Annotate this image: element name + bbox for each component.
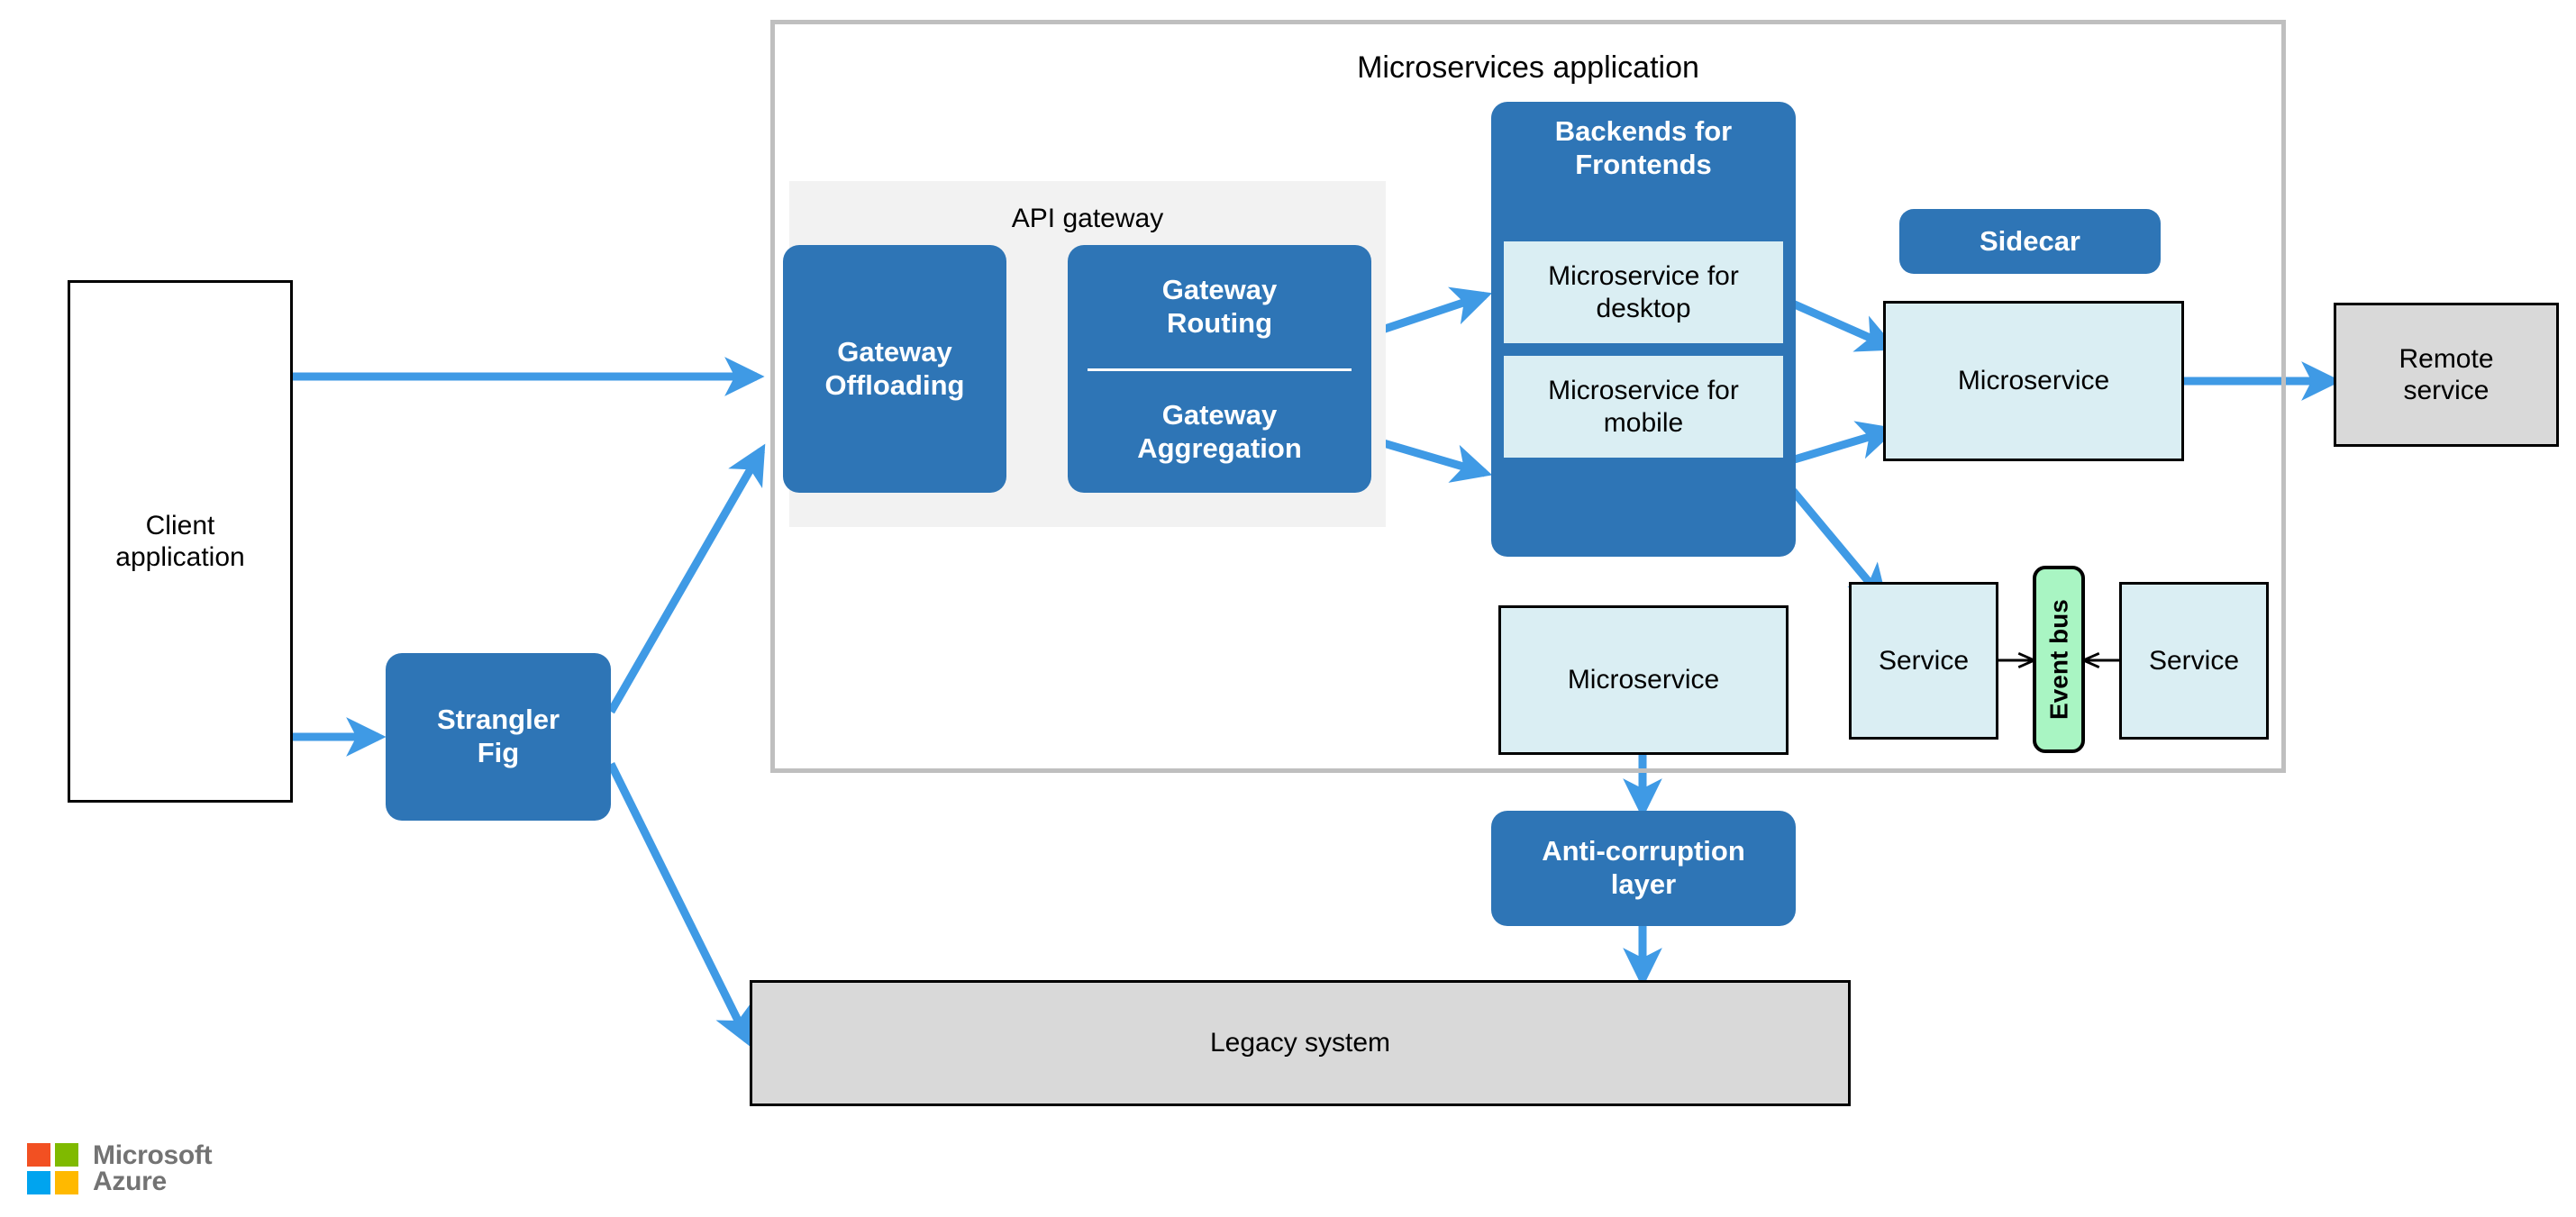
client-application-box[interactable]: Client application <box>68 280 293 803</box>
remote-service-label: Remote service <box>2399 343 2494 405</box>
anti-corruption-layer-box[interactable]: Anti-corruption layer <box>1491 811 1796 926</box>
gateway-routing-cell[interactable]: Gateway Routing <box>1068 245 1371 368</box>
remote-service-box[interactable]: Remote service <box>2334 303 2559 447</box>
connector-strangler-fig-to-gateway-offloading <box>607 443 766 714</box>
service-right-label: Service <box>2148 645 2240 676</box>
azure-wordmark: Microsoft Azure <box>93 1140 213 1197</box>
microsoft-wordmark-line: Microsoft <box>93 1140 213 1170</box>
microservice-for-mobile-label: Microservice for mobile <box>1548 376 1739 438</box>
gateway-routing-label: Gateway Routing <box>1161 273 1278 339</box>
microservices-application-container: Microservices application <box>770 20 2286 773</box>
logo-red-square <box>27 1142 50 1167</box>
sidecar-label: Sidecar <box>1979 224 2080 257</box>
legacy-system-box[interactable]: Legacy system <box>750 980 1851 1106</box>
logo-green-square <box>55 1142 78 1167</box>
service-right-box[interactable]: Service <box>2119 582 2269 740</box>
api-gateway-label: API gateway <box>1011 204 1164 233</box>
legacy-system-label: Legacy system <box>1209 1028 1391 1058</box>
anti-corruption-layer-label: Anti-corruption layer <box>1542 835 1745 900</box>
gateway-offloading-label: Gateway Offloading <box>824 335 965 401</box>
strangler-fig-label: Strangler Fig <box>436 704 560 768</box>
microservice-for-desktop-label: Microservice for desktop <box>1548 261 1739 323</box>
service-left-label: Service <box>1878 645 1970 676</box>
gateway-divider <box>1088 368 1352 371</box>
azure-wordmark-line: Azure <box>93 1167 167 1197</box>
gateway-routing-aggregation-box[interactable]: Gateway Routing Gateway Aggregation <box>1068 245 1371 493</box>
gateway-offloading-box[interactable]: Gateway Offloading <box>783 245 1006 493</box>
microsoft-azure-logo: Microsoft Azure <box>27 1140 213 1197</box>
event-bus-box[interactable]: Event bus <box>2033 566 2085 753</box>
microservices-application-title: Microservices application <box>1357 50 1699 85</box>
microservice-sidecar-box[interactable]: Microservice <box>1883 301 2184 461</box>
gateway-aggregation-label: Gateway Aggregation <box>1137 398 1302 464</box>
microservice-standalone-box[interactable]: Microservice <box>1498 605 1789 755</box>
microsoft-logo-icon <box>27 1142 78 1194</box>
sidecar-box[interactable]: Sidecar <box>1899 209 2161 274</box>
logo-blue-square <box>27 1170 50 1194</box>
microservice-standalone-label: Microservice <box>1567 665 1720 695</box>
backends-for-frontends-group[interactable]: Backends for Frontends Microservice for … <box>1491 102 1796 557</box>
microservice-for-desktop-box[interactable]: Microservice for desktop <box>1504 241 1783 343</box>
connector-strangler-fig-to-legacy-system <box>606 762 752 1048</box>
client-application-label: Client application <box>115 510 245 572</box>
service-left-box[interactable]: Service <box>1849 582 1998 740</box>
microservice-sidecar-label: Microservice <box>1957 366 2110 396</box>
logo-yellow-square <box>55 1170 78 1194</box>
event-bus-label: Event bus <box>2044 599 2073 720</box>
gateway-aggregation-cell[interactable]: Gateway Aggregation <box>1068 371 1371 493</box>
strangler-fig-box[interactable]: Strangler Fig <box>386 653 611 821</box>
backends-for-frontends-label: Backends for Frontends <box>1554 115 1733 181</box>
microservice-for-mobile-box[interactable]: Microservice for mobile <box>1504 356 1783 458</box>
